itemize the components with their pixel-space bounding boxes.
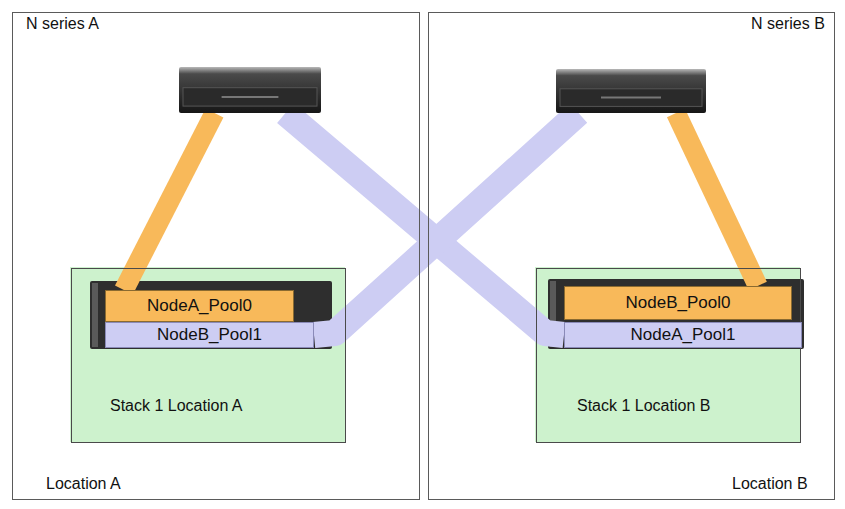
location-box: Location B N series B Stack 1 Location B No… [428, 12, 835, 500]
node-label: Location A [46, 475, 121, 493]
connection-band [124, 113, 215, 290]
pool-label: NodeB_Pool0 [626, 294, 731, 312]
storage-server: N series B [556, 69, 706, 113]
server-bezel [183, 88, 317, 106]
pool-label: NodeB_Pool1 [157, 326, 262, 344]
pool-box: NodeB_Pool0 [564, 286, 792, 320]
disk-shelf-ear [92, 283, 98, 347]
server-chassis [179, 67, 321, 113]
location-box: Location A N series A Stack 1 Location A No… [12, 12, 420, 500]
pool-box: NodeA_Pool1 [564, 322, 802, 348]
stack-fill [535, 267, 800, 442]
storage-server: N series A [179, 67, 321, 113]
server-slot [222, 96, 279, 98]
pool-label: NodeA_Pool0 [147, 297, 252, 315]
connection-band [286, 113, 565, 335]
server-illustration [556, 69, 706, 113]
server-bezel [560, 89, 702, 107]
connection-band [676, 113, 758, 286]
stack-fill [70, 267, 345, 442]
disk-stack: Stack 1 Location B NodeB_Pool0NodeA_Pool1 [536, 268, 801, 443]
pool-box: NodeA_Pool0 [105, 290, 294, 322]
pool-box: NodeB_Pool1 [105, 322, 314, 348]
disk-shelf [90, 281, 332, 349]
connection-band [314, 113, 579, 335]
disk-shelf [548, 279, 804, 349]
node-label: Stack 1 Location A [110, 397, 243, 415]
disk-stack: Stack 1 Location A NodeA_Pool0NodeB_Pool1 [71, 268, 346, 443]
node-label: N series B [751, 15, 825, 33]
node-label: N series A [26, 15, 99, 33]
node-label: Location B [732, 475, 808, 493]
server-slot [601, 97, 661, 99]
server-illustration [179, 67, 321, 113]
pool-label: NodeA_Pool1 [631, 326, 736, 344]
server-chassis [556, 69, 706, 113]
node-label: Stack 1 Location B [577, 397, 710, 415]
